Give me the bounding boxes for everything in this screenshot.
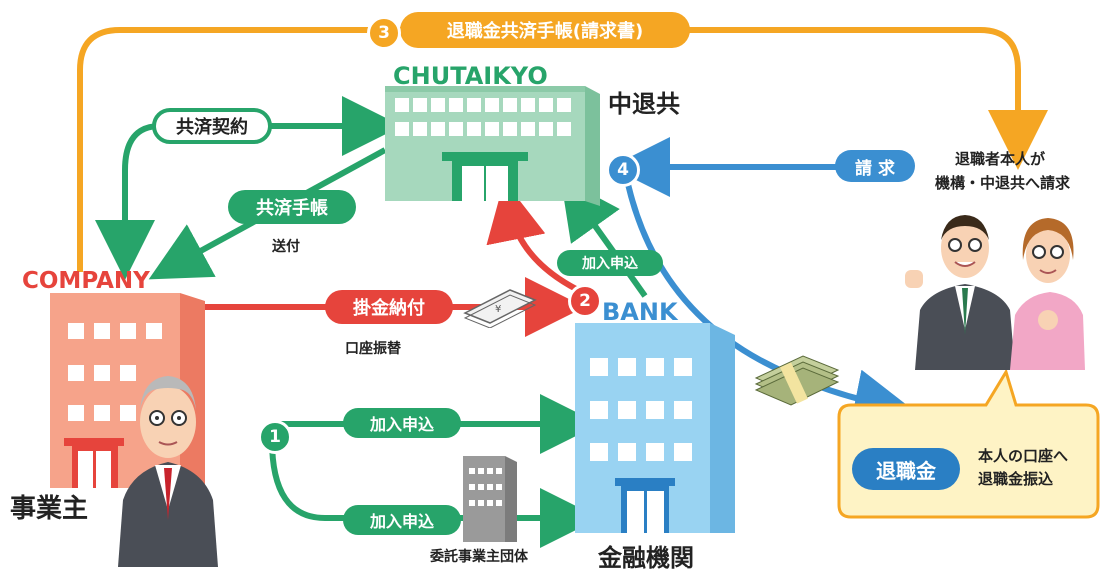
company-building <box>50 293 205 488</box>
svg-text:¥: ¥ <box>495 304 501 315</box>
sofu-label: 送付 <box>272 239 300 255</box>
consignment-building <box>463 456 517 542</box>
green-arrow-contract-down <box>95 123 161 280</box>
employer-label: 事業主 <box>10 494 89 524</box>
retiree-line1: 退職者本人が <box>955 150 1046 168</box>
kakekin-pill: 掛金納付 <box>325 290 453 324</box>
furikomi-line1: 本人の口座へ <box>978 447 1069 465</box>
kanyu-mid-pill: 加入申込 <box>343 408 461 438</box>
financial-institution-label: 金融機関 <box>598 544 694 572</box>
bank-building <box>575 323 735 533</box>
company-label: COMPANY <box>22 268 150 294</box>
green-arrow-bank-up <box>560 177 648 298</box>
kanyu-bottom-pill: 加入申込 <box>343 505 461 535</box>
step-2-badge: 2 <box>568 284 602 318</box>
step-4-badge: 4 <box>606 153 640 187</box>
itaku-label: 委託事業主団体 <box>430 549 528 565</box>
techo-claim-pill: 退職金共済手帳(請求書) <box>400 12 690 48</box>
koza-furikae-label: 口座振替 <box>345 341 401 357</box>
retirees-figure <box>905 215 1085 370</box>
green-arrow-step1-bottom <box>269 439 600 548</box>
chutaikyo-ja-label: 中退共 <box>608 90 680 118</box>
taishokukin-pill: 退職金 <box>852 448 960 490</box>
red-arrow-to-chutaikyo <box>486 180 580 293</box>
bank-label: BANK <box>602 298 678 326</box>
employer-figure <box>118 376 218 567</box>
kyosai-techo-pill: 共済手帳 <box>228 190 356 224</box>
money-icon <box>754 355 840 406</box>
kanyu-top-pill: 加入申込 <box>557 250 663 276</box>
furikomi-line2: 退職金振込 <box>978 470 1054 488</box>
step-3-badge: 3 <box>367 16 401 50</box>
blue-arrow-payout <box>622 169 915 429</box>
chutaikyo-building <box>385 86 600 206</box>
retiree-line2: 機構・中退共へ請求 <box>935 174 1071 192</box>
bill-icon: ¥ <box>463 289 537 328</box>
step-1-badge: 1 <box>258 420 292 454</box>
seikyu-pill: 請 求 <box>835 150 915 182</box>
chutaikyo-label: CHUTAIKYO <box>393 62 548 90</box>
kyosai-keiyaku-pill: 共済契約 <box>152 108 272 144</box>
